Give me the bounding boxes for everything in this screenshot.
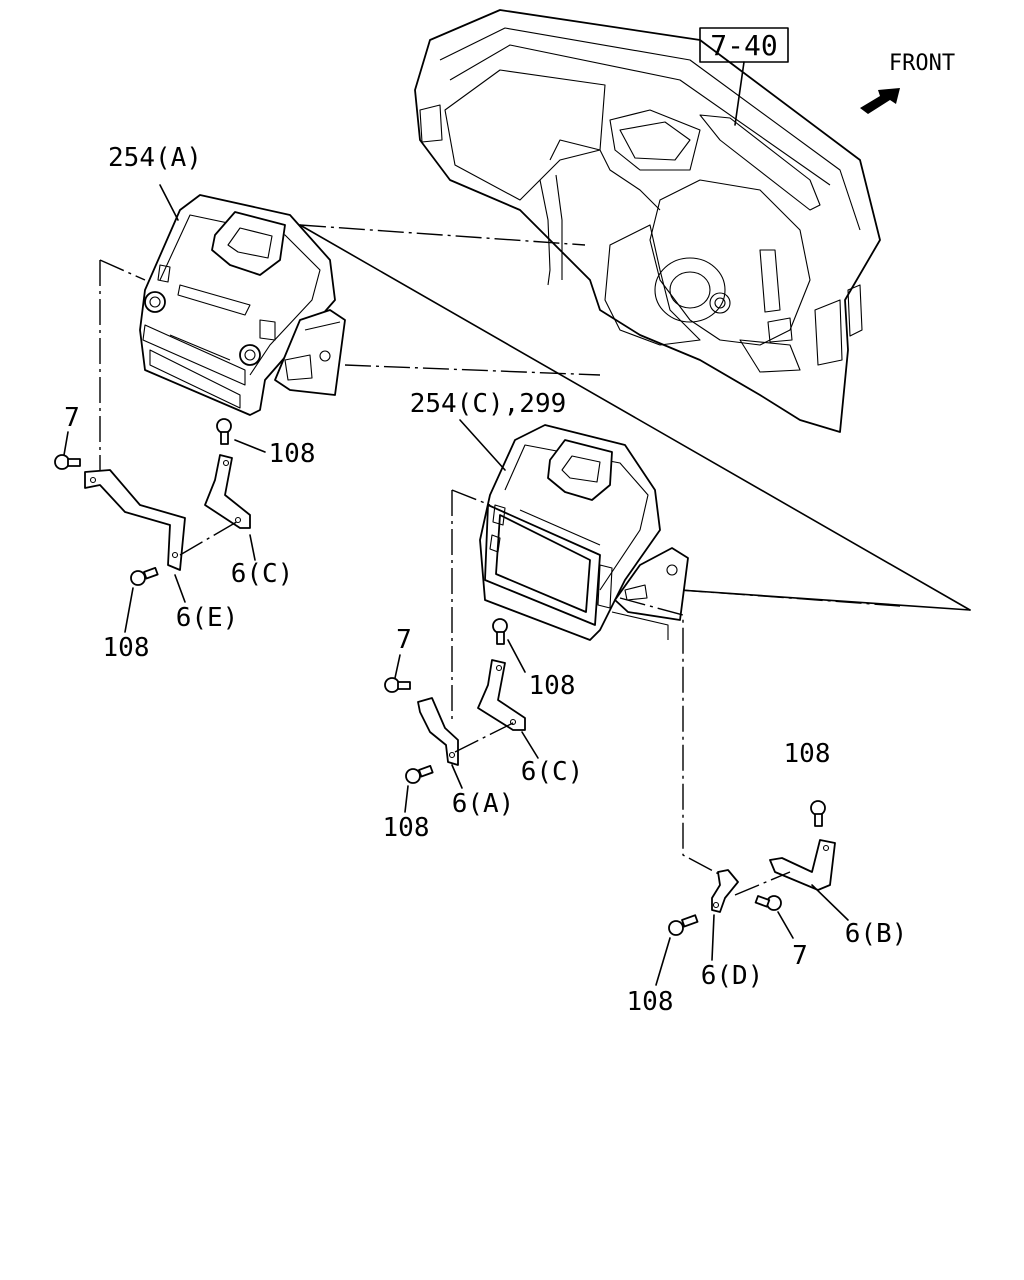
bracket-6a-drawing: [417, 697, 459, 766]
screw-108-b-top-icon: [810, 800, 826, 827]
callout-bracket-6c-c: 6(C): [521, 757, 584, 787]
screw-108-d-bottom-icon: [668, 914, 699, 936]
instrument-panel-drawing: [414, 9, 881, 433]
bracket-6c-c-drawing: [477, 659, 526, 731]
leader-bracket-6b: [811, 884, 849, 921]
callout-unit-a: 254(A): [108, 143, 202, 173]
callout-bracket-6b: 6(B): [845, 919, 908, 949]
leader-screw-108-c-top: [507, 639, 526, 673]
leader-screw-108-d-bottom: [655, 937, 671, 986]
callout-screw-108-d-bottom: 108: [627, 987, 674, 1017]
leader-bolt-7-a: [63, 431, 69, 456]
leader-bracket-6d: [711, 914, 715, 961]
leader-bracket-6c-c: [521, 731, 539, 759]
leader-unit-c: [459, 419, 506, 471]
reference-label: 7-40: [710, 29, 777, 62]
callout-unit-c: 254(C),299: [410, 389, 567, 419]
front-arrow-icon: [860, 88, 900, 114]
front-label: FRONT: [889, 51, 955, 76]
leader-bolt-7-b: [777, 911, 794, 939]
leader-unit-a: [159, 184, 179, 221]
bolt-7-c-icon: [384, 677, 411, 693]
reference-leader: [734, 61, 745, 126]
dash-leader-c: [679, 589, 901, 607]
screw-108-c-top-icon: [492, 618, 508, 645]
dash-leader-c-left-top: [451, 489, 491, 506]
callout-screw-108-c-top: 108: [529, 671, 576, 701]
bolt-7-a-icon: [54, 454, 81, 470]
screw-108-c-bottom-icon: [405, 764, 434, 784]
screw-108-a-top-icon: [216, 418, 232, 445]
callout-screw-108-b-top: 108: [784, 739, 831, 769]
dash-bracket-b: [734, 871, 791, 896]
callout-screw-108-c-bottom: 108: [383, 813, 430, 843]
bracket-6e-drawing: [84, 469, 186, 571]
bolt-7-b-icon: [754, 895, 782, 911]
callout-bolt-7-b: 7: [792, 941, 808, 971]
leader-bracket-6c-a: [249, 534, 256, 561]
callout-screw-108-a-bottom: 108: [103, 633, 150, 663]
bracket-6d-drawing: [711, 869, 739, 913]
dash-bracket-a: [179, 519, 241, 556]
dash-leader-a-left-top: [99, 259, 146, 281]
leader-screw-108-c-bottom: [404, 785, 409, 813]
audio-unit-c-drawing: [479, 424, 689, 641]
dash-leader-a: [299, 224, 586, 246]
dash-leader-a2: [344, 364, 601, 376]
dash-bracket-c: [454, 721, 516, 753]
callout-bracket-6e: 6(E): [176, 603, 239, 633]
leader-bolt-7-c: [394, 654, 401, 679]
leader-screw-108-a-bottom: [124, 587, 134, 633]
callout-bolt-7-a: 7: [64, 403, 80, 433]
leader-screw-108-a-top: [234, 439, 266, 453]
callout-screw-108-a-top: 108: [269, 439, 316, 469]
screw-108-a-bottom-icon: [130, 566, 159, 586]
callout-bracket-6a: 6(A): [452, 789, 515, 819]
bracket-6c-a-drawing: [204, 454, 251, 529]
connector-line-upper: [299, 224, 971, 611]
leader-bracket-6a: [451, 764, 463, 789]
callout-bracket-6c-a: 6(C): [231, 559, 294, 589]
dash-leader-b: [619, 597, 731, 881]
callout-bolt-7-c: 7: [396, 625, 412, 655]
audio-unit-a-drawing: [139, 194, 346, 416]
leader-bracket-6e: [174, 574, 186, 603]
bracket-6b-drawing: [769, 839, 836, 891]
callout-bracket-6d: 6(D): [701, 961, 764, 991]
